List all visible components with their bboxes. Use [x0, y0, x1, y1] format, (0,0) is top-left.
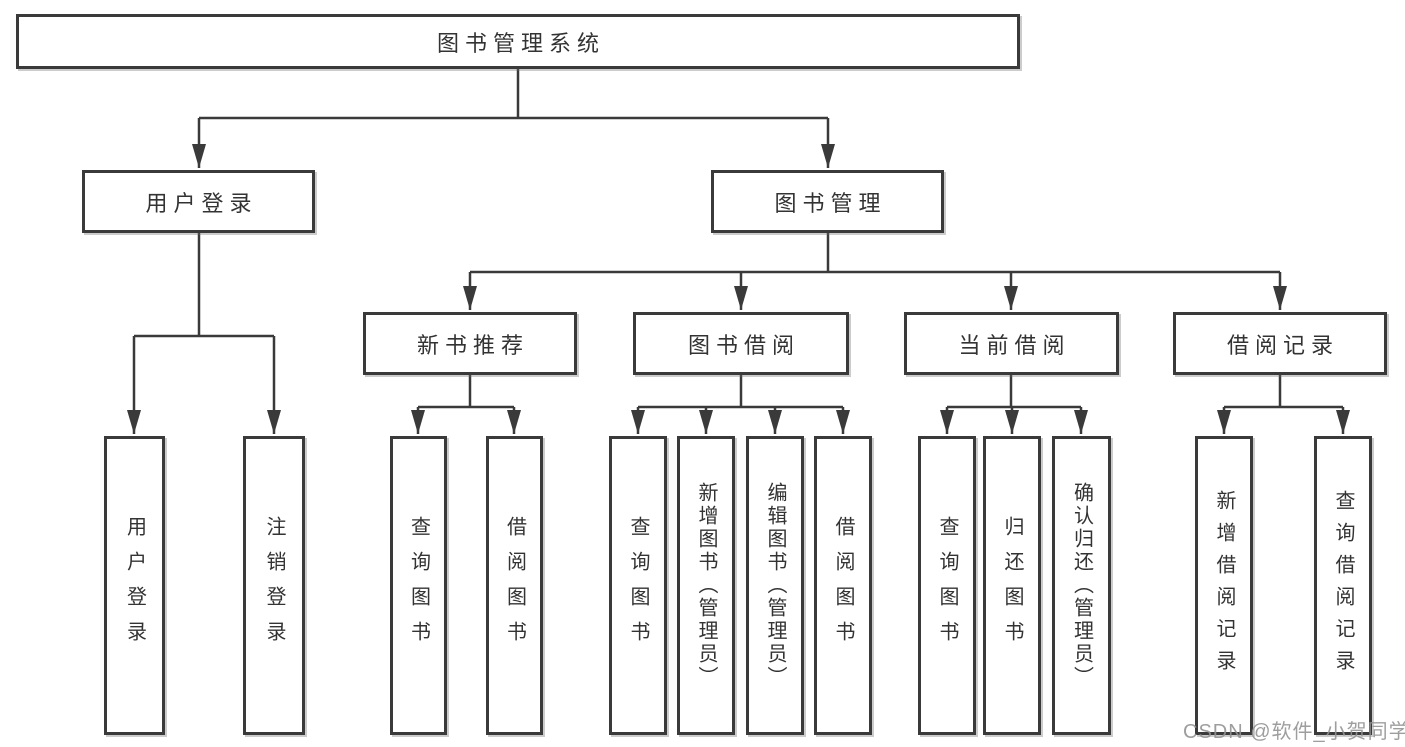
node-current-borrowing: 当前借阅 — [904, 312, 1119, 375]
leaf-logout: 注销登录 — [243, 436, 305, 735]
node-new-book-recommend: 新书推荐 — [363, 312, 577, 375]
leaf-current-confirm-return-admin: 确认归还（管理员） — [1052, 436, 1111, 735]
leaf-user-login: 用户登录 — [104, 436, 165, 735]
node-label: 用户登录 — [123, 515, 146, 656]
leaf-newbooks-query-books: 查询图书 — [390, 436, 447, 735]
node-label: 确认归还（管理员） — [1070, 482, 1093, 689]
node-label: 用户登录 — [145, 190, 258, 216]
node-label: 图书管理系统 — [436, 30, 605, 56]
node-label: 新增借阅记录 — [1213, 489, 1235, 682]
node-borrow-records: 借阅记录 — [1173, 312, 1387, 375]
node-label: 查询图书 — [407, 515, 430, 656]
node-label: 图书借阅 — [687, 332, 800, 358]
leaf-records-add-record: 新增借阅记录 — [1195, 436, 1253, 735]
node-label: 归还图书 — [1001, 515, 1023, 656]
node-label: 查询借阅记录 — [1332, 489, 1354, 682]
leaf-borrowing-add-book-admin: 新增图书（管理员） — [677, 436, 735, 735]
node-book-management: 图书管理 — [711, 170, 944, 233]
leaf-current-query-books: 查询图书 — [918, 436, 976, 735]
node-label: 注销登录 — [263, 515, 285, 656]
leaf-borrowing-borrow-books: 借阅图书 — [814, 436, 872, 735]
node-label: 编辑图书（管理员） — [764, 482, 786, 689]
node-user-login: 用户登录 — [82, 170, 315, 233]
leaf-records-query-record: 查询借阅记录 — [1314, 436, 1372, 735]
leaf-current-return-books: 归还图书 — [983, 436, 1041, 735]
node-label: 查询图书 — [627, 515, 649, 656]
node-label: 新书推荐 — [416, 332, 529, 358]
node-label: 图书管理 — [774, 190, 887, 216]
node-label: 新增图书（管理员） — [695, 482, 717, 689]
node-label: 当前借阅 — [958, 332, 1071, 358]
leaf-newbooks-borrow-books: 借阅图书 — [486, 436, 543, 735]
node-book-borrowing: 图书借阅 — [633, 312, 849, 375]
node-label: 借阅图书 — [503, 515, 526, 656]
node-label: 借阅图书 — [832, 515, 854, 656]
leaf-borrowing-edit-book-admin: 编辑图书（管理员） — [746, 436, 804, 735]
node-label: 借阅记录 — [1226, 332, 1339, 358]
watermark: CSDN @软件_小贺同学 — [1183, 721, 1405, 743]
node-label: 查询图书 — [936, 515, 958, 656]
node-library-management-system: 图书管理系统 — [16, 14, 1020, 69]
leaf-borrowing-query-books: 查询图书 — [609, 436, 667, 735]
